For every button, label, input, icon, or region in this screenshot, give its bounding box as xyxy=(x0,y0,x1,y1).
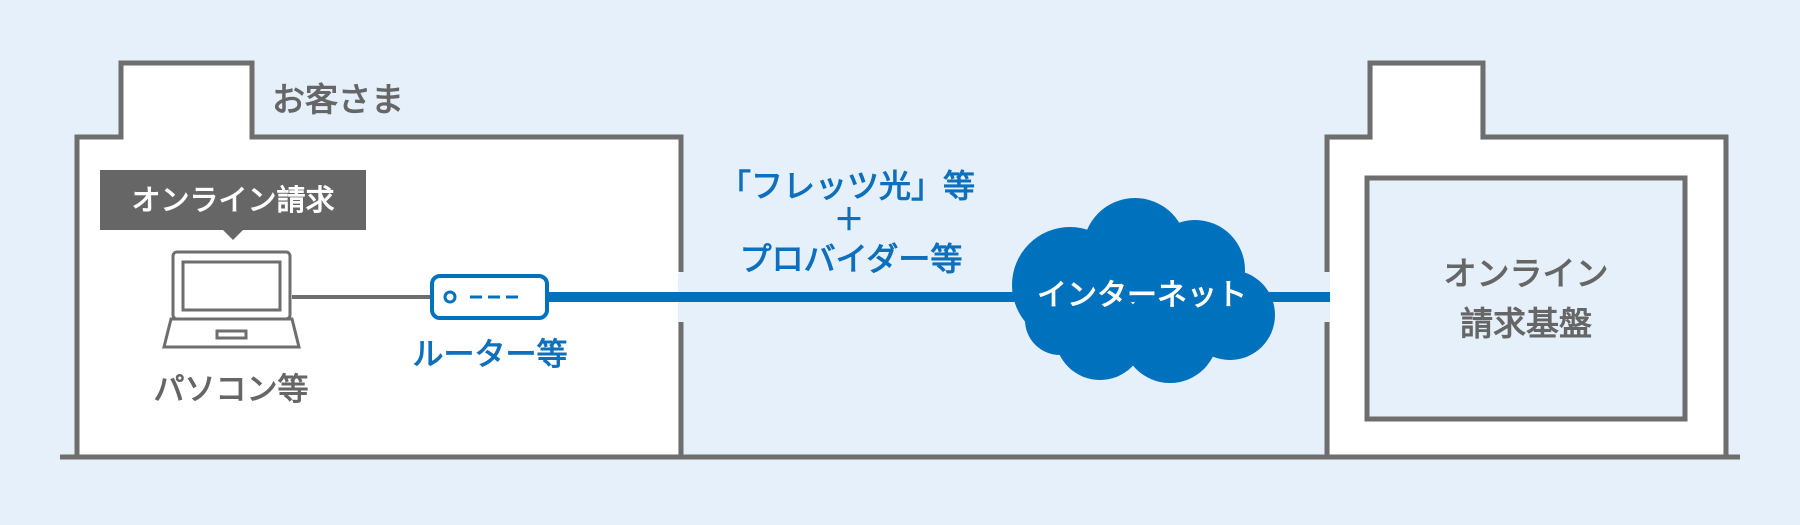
connection-plus: ＋ xyxy=(834,203,864,238)
internet-label: インターネット xyxy=(1037,278,1247,313)
platform-line2: 請求基盤 xyxy=(1460,304,1592,343)
connection-labels: 「フレッツ光」等 ＋ プロバイダー等 xyxy=(719,167,975,278)
customer-label: お客さま xyxy=(272,80,404,119)
laptop-icon xyxy=(162,250,301,349)
billing-platform-box: オンライン 請求基盤 xyxy=(1364,175,1688,422)
router-label: ルーター等 xyxy=(413,337,568,373)
connection-line2: プロバイダー等 xyxy=(740,240,963,278)
cloud-icon xyxy=(1012,198,1275,383)
online-billing-badge: オンライン請求 xyxy=(100,170,366,240)
customer-building xyxy=(74,60,684,457)
platform-line1: オンライン xyxy=(1444,254,1609,293)
badge-label: オンライン請求 xyxy=(131,183,334,217)
connection-line1: 「フレッツ光」等 xyxy=(719,167,975,205)
pc-label: パソコン等 xyxy=(154,372,309,408)
router-icon xyxy=(430,274,549,320)
